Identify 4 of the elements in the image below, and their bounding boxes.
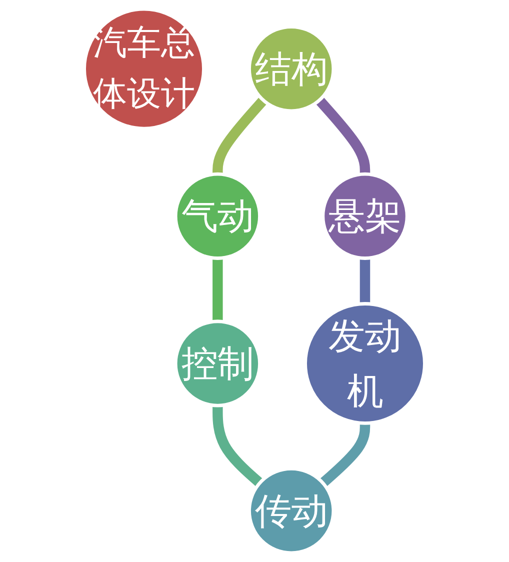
- connector: [212, 96, 268, 176]
- connector: [316, 96, 370, 176]
- connector: [320, 422, 370, 487]
- connector: [212, 406, 264, 487]
